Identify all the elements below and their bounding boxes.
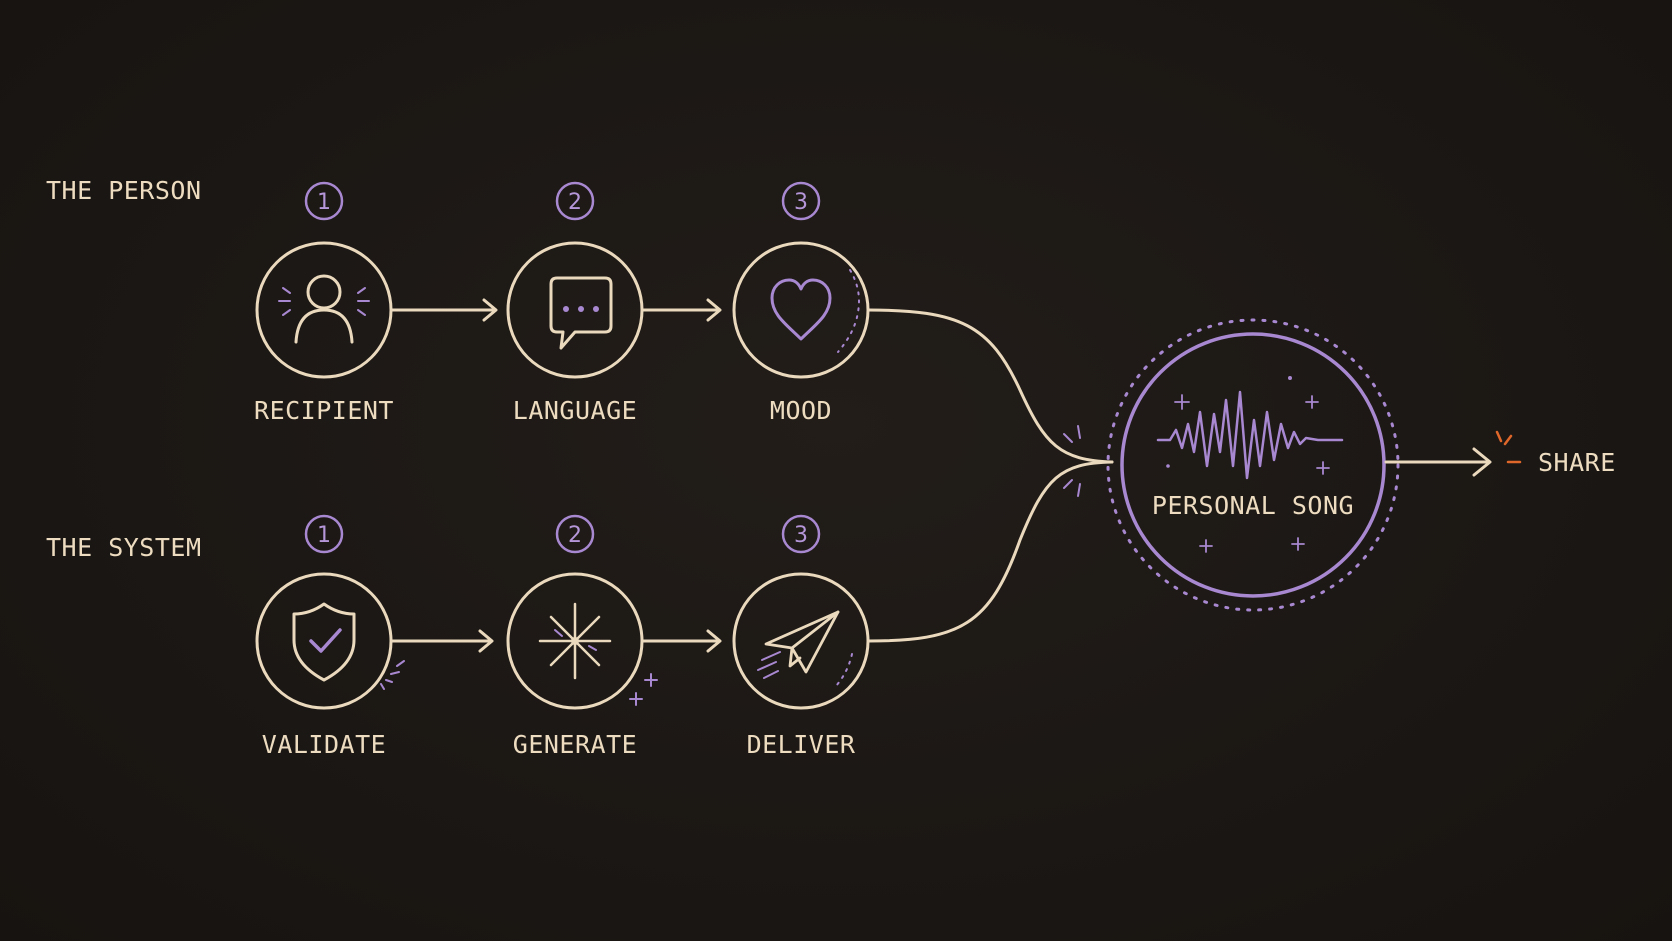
step-number-badge: 2	[555, 181, 595, 221]
flow-arrow	[389, 298, 498, 322]
step-label-generate: GENERATE	[513, 730, 637, 759]
shield-check-icon	[292, 602, 405, 690]
step-node-mood	[732, 241, 870, 379]
step-label-validate: VALIDATE	[262, 730, 386, 759]
step-number-badge: 3	[781, 181, 821, 221]
row-label-person: THE PERSON	[46, 176, 202, 205]
step-number-badge: 1	[304, 514, 344, 554]
step-number: 3	[794, 523, 808, 548]
speech-bubble-icon	[549, 276, 613, 350]
person-icon	[278, 274, 370, 344]
step-label-recipient: RECIPIENT	[254, 396, 394, 425]
heart-icon	[770, 269, 860, 353]
step-number: 2	[568, 523, 582, 548]
step-number-badge: 3	[781, 514, 821, 554]
step-label-deliver: DELIVER	[747, 730, 856, 759]
arrow-right-icon	[1384, 447, 1492, 477]
step-node-language	[506, 241, 644, 379]
merge-curve-person	[866, 308, 1114, 464]
output-label: SHARE	[1538, 448, 1616, 477]
step-node-validate	[255, 572, 393, 710]
step-label-mood: MOOD	[770, 396, 832, 425]
paper-plane-icon	[757, 610, 853, 687]
step-number: 1	[317, 523, 331, 548]
flow-arrow	[389, 629, 494, 653]
merge-spark-icon	[1063, 425, 1081, 497]
step-label-language: LANGUAGE	[513, 396, 637, 425]
song-node	[1120, 332, 1386, 598]
result-label: PERSONAL SONG	[1152, 491, 1354, 520]
step-number-badge: 2	[555, 514, 595, 554]
sparkle-icon	[538, 602, 658, 706]
song-halo	[1106, 318, 1400, 612]
row-label-system: THE SYSTEM	[46, 533, 202, 562]
merge-curve-system	[866, 460, 1114, 643]
step-number: 1	[317, 190, 331, 215]
soundwave-icon	[1156, 376, 1344, 553]
step-number: 3	[794, 190, 808, 215]
flow-arrow	[640, 298, 722, 322]
share-spark-icon	[1495, 430, 1522, 464]
step-number: 2	[568, 190, 582, 215]
step-number-badge: 1	[304, 181, 344, 221]
flow-arrow	[640, 629, 722, 653]
